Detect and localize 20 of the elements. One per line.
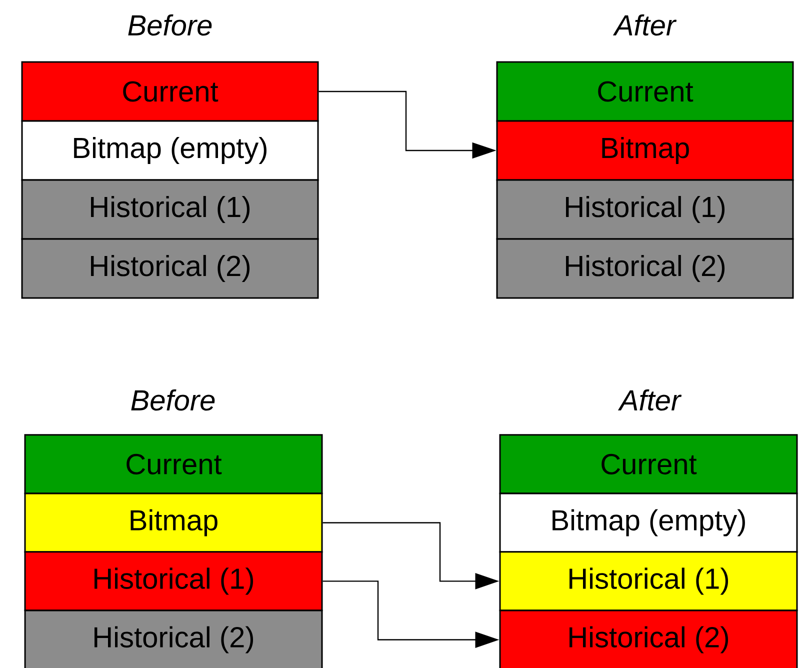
stack-cell: Bitmap (empty) [499, 492, 798, 553]
stack-cell: Historical (2) [496, 238, 794, 299]
stack-cell: Historical (1) [499, 551, 798, 612]
stack-cell: Historical (2) [24, 610, 323, 668]
stack-heading: After [618, 389, 682, 411]
stack-cell: Current [21, 61, 319, 122]
stack-cell: Bitmap [24, 492, 323, 553]
stack-cell: Bitmap (empty) [21, 120, 319, 181]
stack-cell: Bitmap [496, 120, 794, 181]
stack-cell: Current [24, 434, 323, 494]
stack-cell: Current [496, 61, 794, 122]
stack-heading: Before [128, 14, 212, 36]
stack-cell: Historical (2) [21, 238, 319, 299]
stack-heading: Before [131, 389, 215, 411]
stack-cell: Historical (1) [21, 179, 319, 240]
stack-cell: Historical (2) [499, 610, 798, 668]
stack-cell: Current [499, 434, 798, 494]
stack-heading: After [612, 14, 677, 36]
stack-cell: Historical (1) [24, 551, 323, 612]
stack-cell: Historical (1) [496, 179, 794, 240]
